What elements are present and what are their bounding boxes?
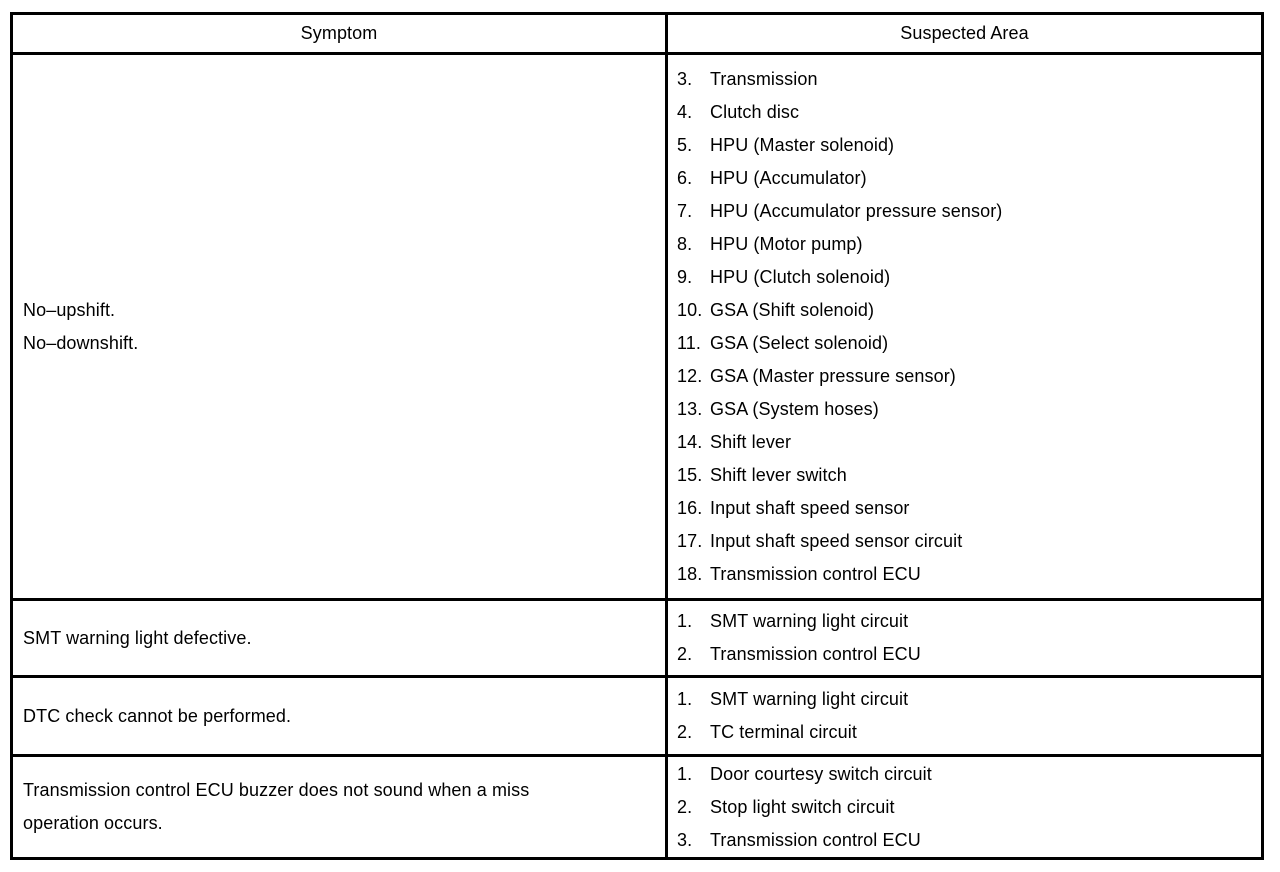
item-label: SMT warning light circuit: [710, 689, 909, 709]
suspected-area-item: 4. Clutch disc: [677, 96, 1261, 129]
item-number: 13.: [677, 398, 703, 419]
item-number: 15.: [677, 464, 703, 485]
item-number: 10.: [677, 299, 703, 320]
item-number: 3.: [677, 68, 693, 89]
suspected-area-item: 9. HPU (Clutch solenoid): [677, 261, 1261, 294]
symptom-cell: No–upshift. No–downshift.: [13, 55, 668, 598]
suspected-area-cell: 1. SMT warning light circuit 2. TC terminal…: [668, 678, 1261, 754]
suspected-area-cell: 1. Door courtesy switch circuit 2. Stop lig…: [668, 757, 1261, 857]
item-label: HPU (Master solenoid): [710, 134, 895, 155]
item-number: 2.: [677, 644, 693, 664]
suspected-area-item: 2. Transmission control ECU: [677, 638, 1261, 671]
suspected-area-item: 2. Stop light switch circuit: [677, 791, 1261, 824]
symptom-cell: Transmission control ECU buzzer does not…: [13, 757, 668, 857]
suspected-area-item: 17. Input shaft speed sensor circuit: [677, 525, 1261, 558]
table-row: SMT warning light defective. 1. SMT warni…: [13, 598, 1261, 675]
item-label: Shift lever: [710, 431, 792, 452]
item-label: Transmission control ECU: [710, 644, 921, 664]
suspected-area-item: 1. SMT warning light circuit: [677, 605, 1261, 638]
item-label: GSA (Select solenoid): [710, 332, 889, 353]
suspected-area-item: 8. HPU (Motor pump): [677, 228, 1261, 261]
suspected-area-item: 1. Door courtesy switch circuit: [677, 758, 1261, 791]
symptom-column-header: Symptom: [13, 15, 668, 52]
symptom-line: No–downshift.: [23, 332, 139, 353]
item-number: 1.: [677, 611, 693, 631]
item-number: 6.: [677, 167, 693, 188]
suspected-area-column-header: Suspected Area: [900, 23, 1029, 43]
item-label: Transmission control ECU: [710, 563, 921, 584]
item-label: HPU (Clutch solenoid): [710, 266, 891, 287]
suspected-area-item: 16. Input shaft speed sensor: [677, 492, 1261, 525]
symptom-table: Symptom Suspected Area No–upshift. No–dow…: [10, 12, 1264, 860]
table-row: Transmission control ECU buzzer does not…: [13, 754, 1261, 857]
symptom-cell: DTC check cannot be performed.: [13, 678, 668, 754]
item-label: Stop light switch circuit: [710, 796, 895, 817]
suspected-area-cell: 3. Transmission 4. Clutch disc 5. HPU (Master…: [668, 55, 1261, 598]
item-number: 2.: [677, 722, 693, 742]
symptom-line: Transmission control ECU buzzer does not…: [23, 780, 530, 800]
item-number: 16.: [677, 497, 703, 518]
item-label: HPU (Accumulator): [710, 167, 867, 188]
suspected-area-item: 7. HPU (Accumulator pressure sensor): [677, 195, 1261, 228]
item-number: 1.: [677, 689, 693, 709]
item-label: Door courtesy switch circuit: [710, 763, 932, 784]
suspected-area-item: 11. GSA (Select solenoid): [677, 327, 1261, 360]
item-number: 9.: [677, 266, 693, 287]
item-number: 4.: [677, 101, 693, 122]
item-number: 18.: [677, 563, 703, 584]
symptom-line: No–upshift.: [23, 299, 116, 320]
table-row: No–upshift. No–downshift. 3. Transmission 4…: [13, 55, 1261, 598]
suspected-area-item: 13. GSA (System hoses): [677, 393, 1261, 426]
item-number: 7.: [677, 200, 693, 221]
suspected-area-cell: 1. SMT warning light circuit 2. Transmissio…: [668, 601, 1261, 675]
suspected-area-item: 3. Transmission control ECU: [677, 824, 1261, 857]
item-label: GSA (System hoses): [710, 398, 879, 419]
item-label: HPU (Accumulator pressure sensor): [710, 200, 1003, 221]
table-body: No–upshift. No–downshift. 3. Transmission 4…: [13, 55, 1261, 857]
item-number: 14.: [677, 431, 703, 452]
item-label: GSA (Shift solenoid): [710, 299, 875, 320]
suspected-area-item: 18. Transmission control ECU: [677, 558, 1261, 591]
item-number: 12.: [677, 365, 703, 386]
item-label: Clutch disc: [710, 101, 800, 122]
suspected-area-item: 15. Shift lever switch: [677, 459, 1261, 492]
suspected-area-item: 5. HPU (Master solenoid): [677, 129, 1261, 162]
item-label: Transmission control ECU: [710, 829, 921, 850]
symptom-line: DTC check cannot be performed.: [23, 705, 292, 726]
table-header-row: Symptom Suspected Area: [13, 15, 1261, 55]
item-number: 2.: [677, 796, 693, 817]
symptom-cell: SMT warning light defective.: [13, 601, 668, 675]
item-number: 17.: [677, 530, 703, 551]
item-label: Input shaft speed sensor: [710, 497, 910, 518]
suspected-area-item: 14. Shift lever: [677, 426, 1261, 459]
item-number: 8.: [677, 233, 693, 254]
item-number: 1.: [677, 763, 693, 784]
item-label: Input shaft speed sensor circuit: [710, 530, 963, 551]
item-label: GSA (Master pressure sensor): [710, 365, 956, 386]
item-number: 5.: [677, 134, 693, 155]
item-number: 11.: [677, 332, 701, 353]
item-label: Shift lever switch: [710, 464, 847, 485]
suspected-area-item: 1. SMT warning light circuit: [677, 683, 1261, 716]
suspected-area-item: 12. GSA (Master pressure sensor): [677, 360, 1261, 393]
suspected-area-item: 2. TC terminal circuit: [677, 716, 1261, 749]
item-number: 3.: [677, 829, 693, 850]
item-label: SMT warning light circuit: [710, 611, 909, 631]
suspected-area-item: 3. Transmission: [677, 63, 1261, 96]
table-row: DTC check cannot be performed. 1. SMT war…: [13, 675, 1261, 754]
symptom-line: operation occurs.: [23, 813, 163, 833]
item-label: Transmission: [710, 68, 818, 89]
suspected-area-item: 10. GSA (Shift solenoid): [677, 294, 1261, 327]
item-label: HPU (Motor pump): [710, 233, 863, 254]
symptom-line: SMT warning light defective.: [23, 627, 252, 648]
suspected-area-item: 6. HPU (Accumulator): [677, 162, 1261, 195]
item-label: TC terminal circuit: [710, 722, 857, 742]
